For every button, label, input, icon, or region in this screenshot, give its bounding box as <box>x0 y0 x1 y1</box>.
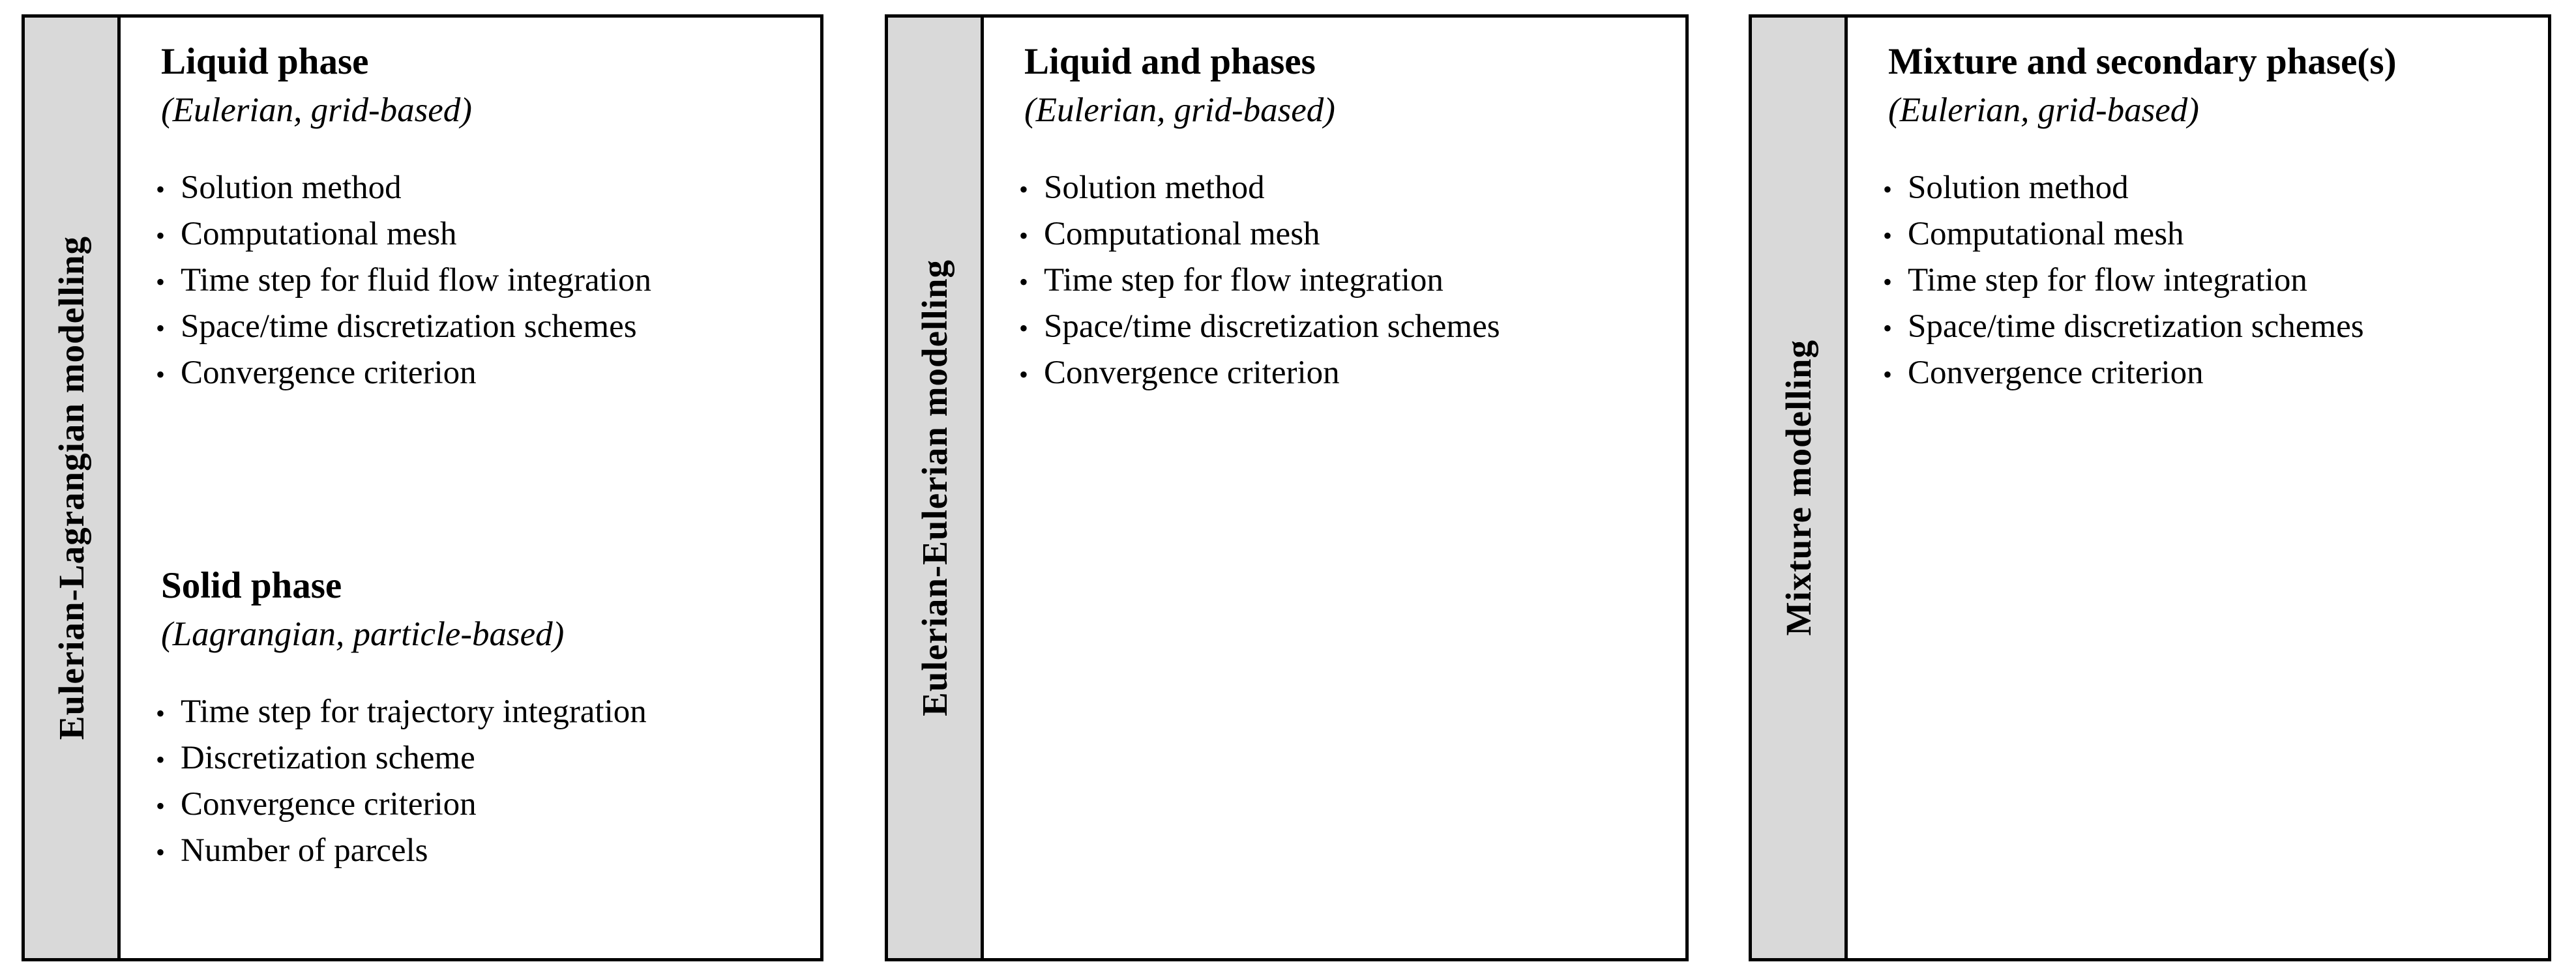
panel-eulerian-eulerian: Eulerian-Eulerian modelling Liquid and p… <box>885 14 1689 961</box>
bullet-item: Convergence criterion <box>1019 350 1662 398</box>
side-label: Mixture modelling <box>1778 340 1818 636</box>
bullet-item: Computational mesh <box>1019 211 1662 259</box>
section-heading: Liquid phase <box>161 41 369 82</box>
section-subheading: (Eulerian, grid-based) <box>1888 91 2199 129</box>
side-label: Eulerian-Eulerian modelling <box>914 259 955 716</box>
panel-mixture: Mixture modelling Mixture and secondary … <box>1749 14 2551 961</box>
bullet-item: Computational mesh <box>1883 211 2524 259</box>
bullet-list: Solution method Computational mesh Time … <box>156 165 797 398</box>
bullet-item: Convergence criterion <box>156 350 797 398</box>
bullet-item: Solution method <box>1883 165 2524 213</box>
bullet-item: Time step for fluid flow integration <box>156 257 797 306</box>
bullet-item: Space/time discretization schemes <box>156 304 797 352</box>
panel-eulerian-lagrangian: Eulerian-Lagrangian modelling Liquid pha… <box>22 14 823 961</box>
panel-content: Mixture and secondary phase(s) (Eulerian… <box>1848 18 2548 958</box>
bullet-item: Time step for trajectory integration <box>156 689 797 737</box>
section-liquid-phase: Liquid phase (Eulerian, grid-based) Solu… <box>156 37 797 398</box>
section-heading: Solid phase <box>161 565 342 606</box>
section-subheading: (Eulerian, grid-based) <box>161 91 472 129</box>
section-subheading: (Eulerian, grid-based) <box>1024 91 1335 129</box>
side-label-strip: Mixture modelling <box>1752 18 1848 958</box>
bullet-item: Discretization scheme <box>156 735 797 783</box>
bullet-item: Convergence criterion <box>1883 350 2524 398</box>
panel-content: Liquid phase (Eulerian, grid-based) Solu… <box>121 18 820 958</box>
bullet-list: Solution method Computational mesh Time … <box>1883 165 2524 398</box>
side-label: Eulerian-Lagrangian modelling <box>51 235 91 740</box>
section-liquid-and-phases: Liquid and phases (Eulerian, grid-based)… <box>1019 37 1662 398</box>
bullet-item: Solution method <box>1019 165 1662 213</box>
section-solid-phase: Solid phase (Lagrangian, particle-based)… <box>156 561 797 876</box>
section-heading: Mixture and secondary phase(s) <box>1888 41 2397 82</box>
bullet-item: Number of parcels <box>156 828 797 876</box>
bullet-item: Computational mesh <box>156 211 797 259</box>
bullet-item: Time step for flow integration <box>1019 257 1662 306</box>
bullet-item: Solution method <box>156 165 797 213</box>
bullet-item: Convergence criterion <box>156 781 797 830</box>
panel-content: Liquid and phases (Eulerian, grid-based)… <box>984 18 1685 958</box>
section-heading: Liquid and phases <box>1024 41 1316 82</box>
bullet-item: Space/time discretization schemes <box>1019 304 1662 352</box>
section-mixture-secondary: Mixture and secondary phase(s) (Eulerian… <box>1883 37 2524 398</box>
bullet-item: Space/time discretization schemes <box>1883 304 2524 352</box>
section-subheading: (Lagrangian, particle-based) <box>161 615 565 653</box>
bullet-list: Solution method Computational mesh Time … <box>1019 165 1662 398</box>
bullet-list: Time step for trajectory integration Dis… <box>156 689 797 876</box>
side-label-strip: Eulerian-Eulerian modelling <box>888 18 984 958</box>
bullet-item: Time step for flow integration <box>1883 257 2524 306</box>
side-label-strip: Eulerian-Lagrangian modelling <box>25 18 121 958</box>
